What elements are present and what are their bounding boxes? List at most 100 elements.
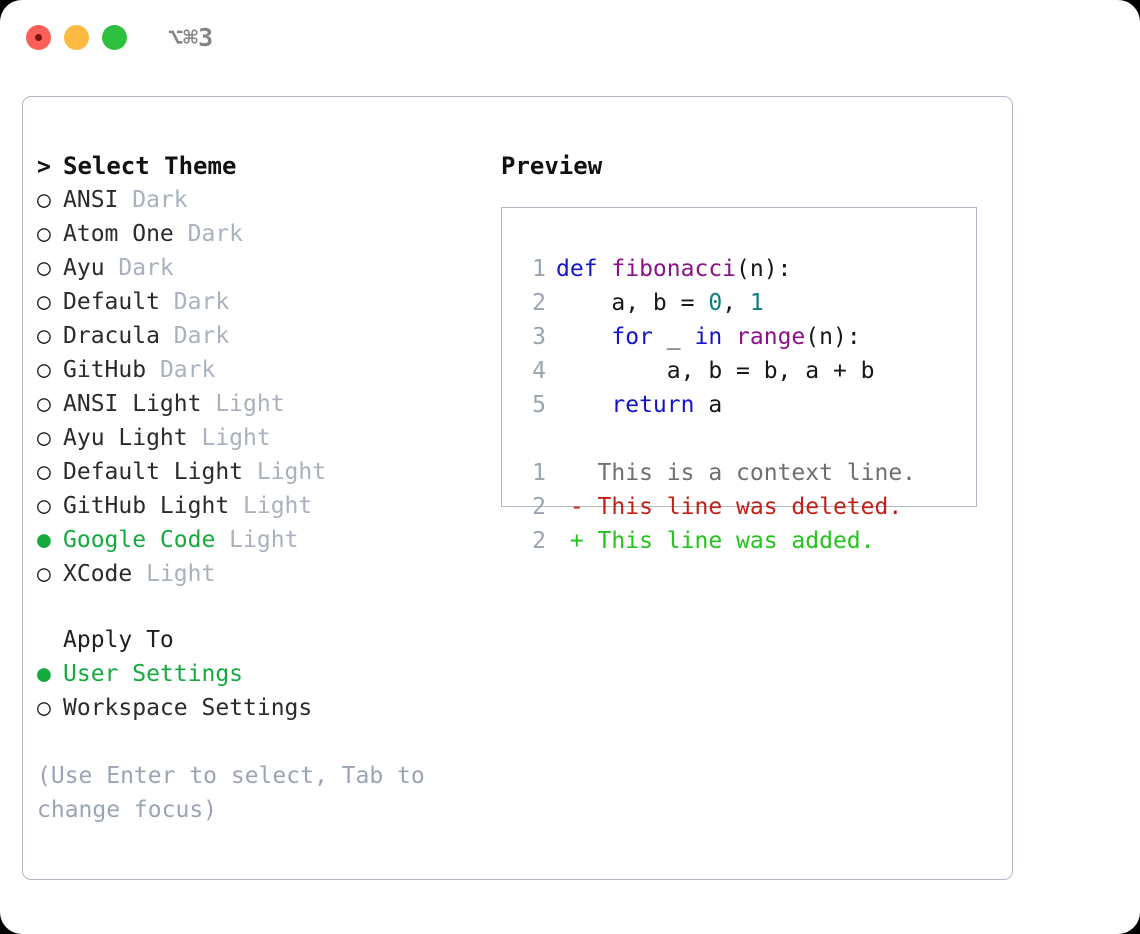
theme-option-category: Dark [173, 221, 244, 247]
code-token-num: 0 [708, 290, 723, 316]
theme-option-label: Ayu [63, 255, 105, 281]
code-line: 4 a, b = b, a + b [502, 354, 976, 388]
radio-unselected-icon: ○ [37, 561, 51, 587]
theme-selector-panel: >Select Theme ○ANSI Dark○Atom One Dark○A… [22, 96, 1013, 880]
code-token-fn: fibonacci [611, 256, 737, 282]
radio-unselected-icon: ○ [37, 187, 51, 213]
theme-option-ayu[interactable]: ○Ayu Dark [37, 251, 487, 285]
theme-option-label: Default [63, 289, 160, 315]
line-number: 1 [532, 256, 546, 282]
code-line: 5 return a [502, 388, 976, 422]
apply-to-option-user-settings[interactable]: ● User Settings [37, 657, 487, 691]
radio-unselected-icon: ○ [37, 255, 51, 281]
radio-selected-icon: ● [37, 527, 51, 553]
line-number: 2 [532, 528, 546, 554]
code-token-pl: (n): [736, 256, 792, 282]
theme-option-label: Dracula [63, 323, 160, 349]
code-token-kw: in [694, 324, 723, 350]
diff-line: 1 This is a context line. [502, 456, 976, 490]
code-line: 1 def fibonacci(n): [502, 252, 976, 286]
apply-to-option-workspace-settings[interactable]: ○Workspace Settings [37, 691, 487, 725]
line-number: 3 [532, 324, 546, 350]
close-window-button[interactable] [26, 25, 51, 50]
code-token-pl: a [694, 392, 723, 418]
maximize-window-button[interactable] [102, 25, 127, 50]
apply-to-options-list: ● User Settings ○Workspace Settings [37, 657, 487, 725]
radio-selected-icon: ● [37, 661, 51, 687]
apply-to-header: Apply To [63, 627, 174, 653]
theme-option-dracula[interactable]: ○ Dracula Dark [37, 319, 487, 353]
line-number: 1 [532, 460, 546, 486]
code-token-pl: , [722, 290, 750, 316]
code-token-pl [556, 392, 611, 418]
theme-option-ansi[interactable]: ○ANSI Dark [37, 183, 487, 217]
theme-option-ayu-light[interactable]: ○ Ayu Light Light [37, 421, 487, 455]
apply-to-option-label: User Settings [63, 661, 244, 687]
code-token-kw: def [556, 256, 612, 282]
code-token-pl: (n): [805, 324, 861, 350]
code-token-pl [722, 324, 736, 350]
line-number: 2 [532, 494, 546, 520]
theme-option-label: Atom One [63, 221, 174, 247]
preview-title: Preview [501, 152, 603, 180]
code-token-kw: return [611, 392, 695, 418]
theme-option-category: Dark [118, 187, 188, 213]
code-token-num: 1 [749, 290, 764, 316]
theme-list-column: >Select Theme ○ANSI Dark○Atom One Dark○A… [37, 149, 487, 827]
code-line: 2 a, b = 0, 1 [502, 286, 976, 320]
code-token-pl: a, b = b, a + b [556, 358, 875, 384]
radio-unselected-icon: ○ [37, 459, 51, 485]
select-theme-header: >Select Theme [37, 149, 487, 183]
theme-option-github[interactable]: ○GitHub Dark [37, 353, 487, 387]
theme-option-google-code[interactable]: ●Google Code Light [37, 523, 487, 557]
theme-option-category: Light [187, 425, 271, 451]
line-number: 4 [532, 358, 546, 384]
theme-option-category: Light [201, 391, 285, 417]
theme-option-github-light[interactable]: ○ GitHub Light Light [37, 489, 487, 523]
code-line: 3 for _ in range(n): [502, 320, 976, 354]
select-theme-header-label: Select Theme [63, 152, 237, 180]
diff-line-text: + This line was added. [556, 528, 875, 554]
traffic-light-buttons [26, 25, 127, 50]
theme-option-category: Dark [146, 357, 216, 383]
theme-option-category: Dark [159, 323, 230, 349]
theme-option-xcode[interactable]: ○ XCode Light [37, 557, 487, 591]
apply-to-option-label: Workspace Settings [63, 695, 313, 721]
theme-option-ansi-light[interactable]: ○ANSI Light Light [37, 387, 487, 421]
theme-option-category: Light [132, 561, 216, 587]
radio-unselected-icon: ○ [37, 357, 51, 383]
section-divider [37, 591, 487, 623]
theme-option-category: Light [243, 459, 327, 485]
window-titlebar: ⌥⌘3 [0, 0, 1140, 78]
code-token-pl [556, 324, 611, 350]
theme-option-label: GitHub Light [63, 493, 230, 519]
theme-option-category: Light [229, 493, 313, 519]
theme-option-label: Default Light [63, 459, 244, 485]
diff-line: 2 - This line was deleted. [502, 490, 976, 524]
radio-unselected-icon: ○ [37, 323, 51, 349]
theme-option-default[interactable]: ○Default Dark [37, 285, 487, 319]
radio-unselected-icon: ○ [37, 425, 51, 451]
keyboard-hint-text: (Use Enter to select, Tab to change focu… [37, 763, 425, 823]
theme-option-category: Dark [159, 289, 230, 315]
theme-option-label: XCode [63, 561, 133, 587]
radio-unselected-icon: ○ [37, 493, 51, 519]
code-token-pl: _ [652, 324, 695, 350]
diff-line-text: - This line was deleted. [556, 494, 903, 520]
theme-options-list: ○ANSI Dark○Atom One Dark○Ayu Dark○Defaul… [37, 183, 487, 591]
theme-option-atom-one[interactable]: ○Atom One Dark [37, 217, 487, 251]
line-number: 2 [532, 290, 546, 316]
code-diff-spacer [502, 422, 976, 456]
diff-line-text: This is a context line. [556, 460, 917, 486]
line-number: 5 [532, 392, 546, 418]
theme-option-label: Ayu Light [63, 425, 188, 451]
theme-option-category: Light [215, 527, 299, 553]
diff-sample: 1 This is a context line.2 - This line w… [502, 456, 976, 558]
theme-option-default-light[interactable]: ○ Default Light Light [37, 455, 487, 489]
minimize-window-button[interactable] [64, 25, 89, 50]
diff-line: 2 + This line was added. [502, 524, 976, 558]
